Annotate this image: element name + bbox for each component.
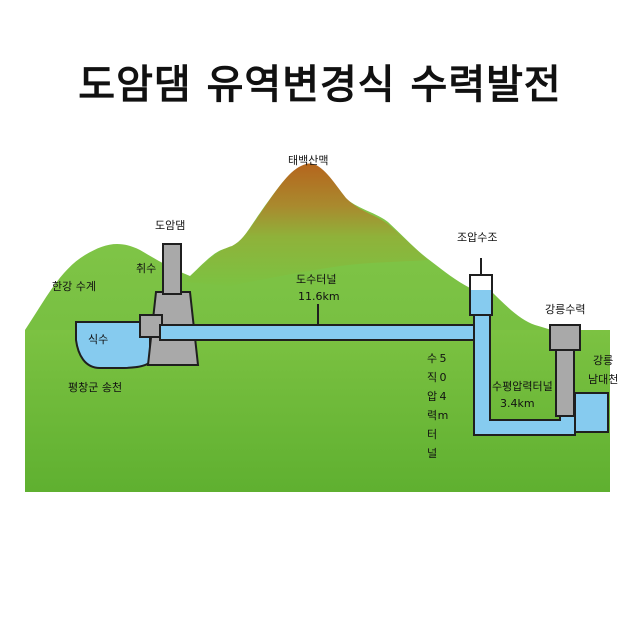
dam-label: 도암댐	[155, 219, 186, 232]
vertical-char: 력	[426, 409, 438, 422]
namdaecheon-outflow	[574, 392, 609, 433]
mountain-peak	[185, 163, 428, 286]
intake-gate	[139, 314, 163, 338]
pyeongchang-label: 평창군 송천	[68, 381, 123, 394]
power-plant-building	[549, 324, 581, 351]
vertical-shaft-name: 수 직 압 력 터 널	[426, 349, 438, 463]
vertical-char: 직	[426, 371, 438, 384]
penstock-length-label: 3.4km	[500, 397, 535, 410]
intake-tower	[162, 243, 182, 295]
power-plant-shaft	[555, 349, 575, 417]
vertical-shaft-length: 5 0 4 m	[437, 349, 449, 425]
vertical-char: 5	[439, 352, 447, 365]
penstock-name-label: 수평압력터널	[492, 380, 553, 393]
namdaecheon-label: 남대천	[588, 373, 619, 386]
vertical-char: m	[437, 409, 449, 422]
mountain-label: 태백산맥	[288, 154, 329, 167]
power-plant-label: 강릉수력	[545, 303, 586, 316]
gangneung-label: 강릉	[593, 354, 614, 367]
surge-tank-label: 조압수조	[457, 231, 498, 244]
headrace-tunnel	[159, 324, 475, 341]
intake-label: 취수	[136, 262, 157, 275]
vertical-char: 널	[426, 447, 438, 460]
vertical-char: 4	[439, 390, 447, 403]
tunnel-name-label: 도수터널	[296, 273, 337, 286]
vertical-char: 터	[426, 428, 438, 441]
vertical-char: 수	[426, 352, 438, 365]
vertical-char: 압	[426, 390, 438, 403]
tunnel-length-label: 11.6km	[298, 290, 340, 303]
vertical-char: 0	[439, 371, 447, 384]
diagram-title: 도암댐 유역변경식 수력발전	[78, 62, 562, 108]
reservoir-label: 식수	[88, 333, 109, 346]
surge-tank-water	[471, 290, 491, 314]
han-river-label: 한강 수계	[52, 280, 96, 293]
